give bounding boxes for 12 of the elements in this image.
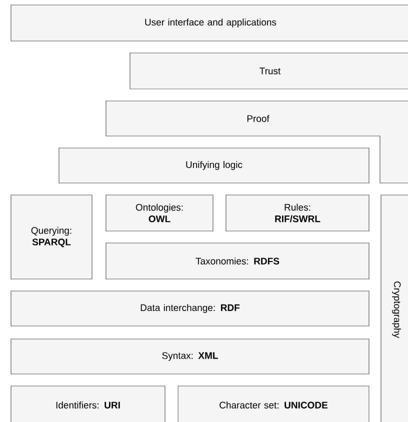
layer-box: Data interchange: RDF: [10, 290, 370, 326]
layer-box: Cryptography: [380, 194, 408, 422]
layer-box: Character set: UNICODE: [178, 386, 370, 422]
layer-box: Identifiers: URI: [10, 386, 166, 422]
layer-box: Unifying logic: [58, 148, 370, 184]
layer-box: User interface and applications: [10, 4, 408, 42]
layer-box: Syntax: XML: [10, 338, 370, 374]
layer-box: Querying: SPARQL: [10, 194, 92, 280]
layer-box: Trust: [130, 52, 408, 90]
layer-box: Taxonomies: RDFS: [106, 242, 370, 280]
layer-box: Rules: RIF/SWRL: [226, 194, 370, 232]
layer-box: Ontologies: OWL: [106, 194, 214, 232]
